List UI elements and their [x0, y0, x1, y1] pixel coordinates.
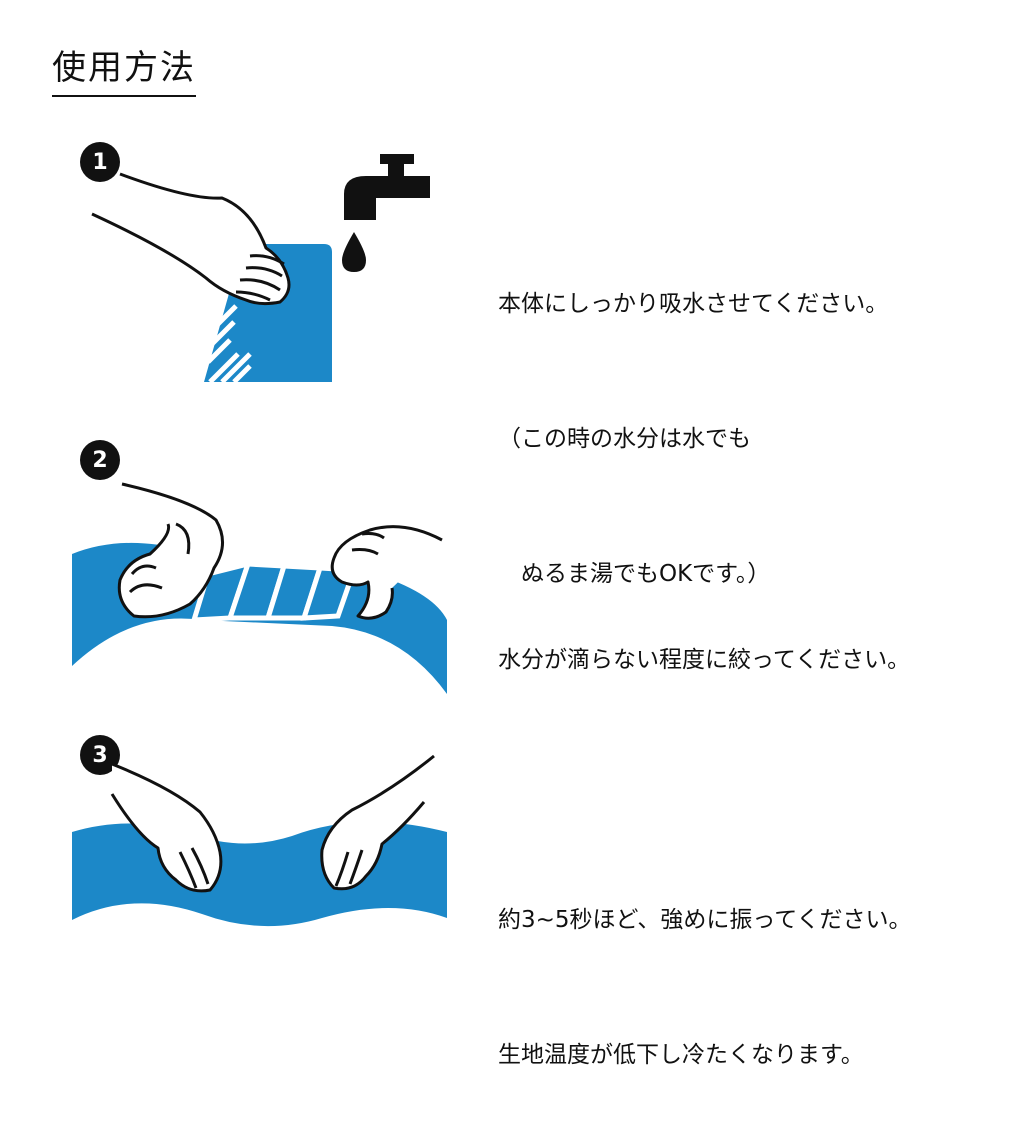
step-1-line-1: 本体にしっかり吸水させてください。: [498, 291, 889, 317]
step-3-illustration: [72, 748, 462, 938]
step-2-illustration: [72, 470, 462, 695]
step-number-1: 1: [80, 142, 120, 182]
step-1-text: 本体にしっかり吸水させてください。 （この時の水分は水でも ぬるま湯でもOKです…: [498, 192, 888, 642]
step-2-line-1: 水分が滴らない程度に絞ってください。: [498, 647, 911, 673]
step-1-line-3: ぬるま湯でもOKです。）: [498, 561, 771, 587]
step-2-text: 水分が滴らない程度に絞ってください。: [498, 548, 910, 728]
step-1-line-2: （この時の水分は水でも: [498, 426, 751, 452]
step-1-illustration: [70, 140, 460, 390]
step-3-line-1: 約3~5秒ほど、強めに振ってください。: [498, 907, 912, 933]
page-title: 使用方法: [52, 40, 196, 97]
step-3-line-2: 生地温度が低下し冷たくなります。: [498, 1042, 864, 1068]
step-number-2: 2: [80, 440, 120, 480]
step-3-text: 約3~5秒ほど、強めに振ってください。 生地温度が低下し冷たくなります。: [498, 808, 912, 1123]
